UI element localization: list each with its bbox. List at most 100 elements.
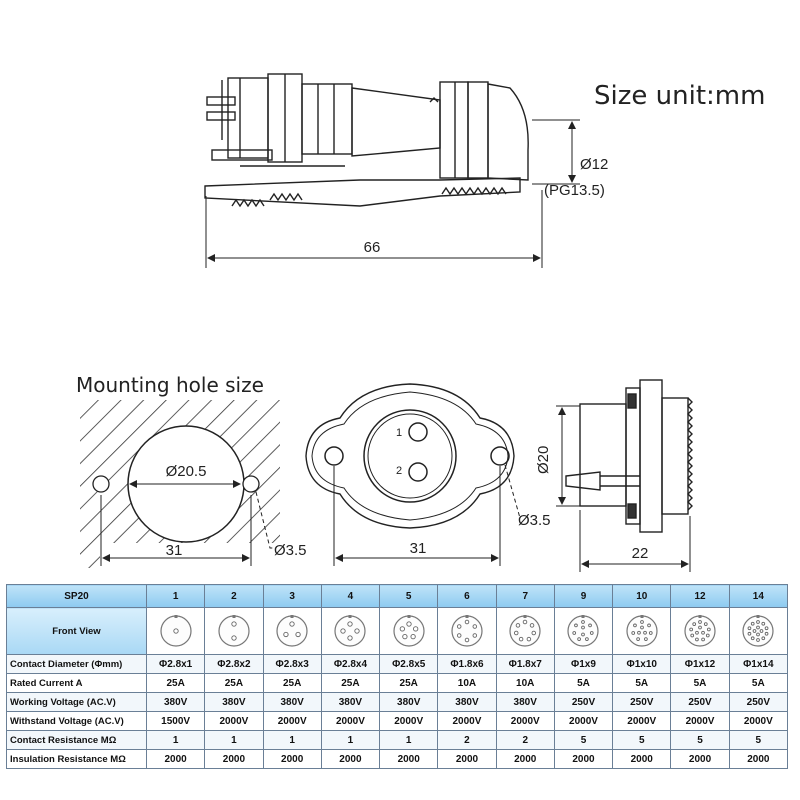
spec-cell: 2000V [262,711,322,731]
spec-cell: Φ2.8x1 [145,654,206,674]
spec-cell: 2000V [320,711,381,731]
pin-count-header: 14 [728,584,789,608]
plug-side-view [204,73,529,208]
front-view-cell [437,607,497,655]
connector-face-icon [160,615,192,647]
spec-row-label: Withstand Voltage (AC.V) [6,711,147,731]
receptacle-diameter-label: Ø20 [535,446,552,474]
spec-cell: 2 [495,730,555,750]
receptacle-side-view [565,379,693,533]
pin-count-header: 12 [670,584,730,608]
length-label: 66 [364,239,381,256]
spec-cell: 5 [612,730,672,750]
spec-cell: 5A [553,673,614,693]
spec-cell: Φ2.8x5 [379,654,439,674]
spec-cell: Φ1.8x6 [437,654,497,674]
mounting-spacing-label: 31 [166,542,183,559]
front-view-row: Front View [6,607,789,655]
spec-cell: Φ2.8x2 [204,654,264,674]
front-view-cell [320,607,381,655]
spec-cell: 1500V [145,711,206,731]
spec-row-label: Working Voltage (AC.V) [6,692,147,712]
spec-cell: 1 [204,730,264,750]
front-view-cell [612,607,672,655]
hole-diameter-label: Ø20.5 [166,463,207,480]
spec-cell: 1 [262,730,322,750]
spec-cell: Φ2.8x3 [262,654,322,674]
diameter-dimension [532,119,580,185]
flange-left-hole [324,446,344,466]
pin-count-header: 7 [495,584,555,608]
front-view-cell [379,607,439,655]
spec-cell: Φ1x10 [612,654,672,674]
spec-cell: 5 [728,730,789,750]
spec-cell: 2000 [145,749,206,769]
right-screw-hole [242,475,260,493]
connector-face-icon [742,615,774,647]
receptacle-depth-label: 22 [632,545,649,562]
left-screw-hole [92,475,110,493]
spec-cell: 380V [145,692,206,712]
spec-cell: 2000 [437,749,497,769]
spec-cell: 2000 [379,749,439,769]
flange-right-hole [490,446,510,466]
receptacle-dimensions [556,405,691,572]
spec-cell: 2000V [204,711,264,731]
spec-cell: 250V [728,692,789,712]
spec-cell: 25A [320,673,381,693]
technical-drawing: 66 Ø12 (PG13.5) Size unit:mm Mounting ho… [76,73,765,572]
pin-count-header: 1 [145,584,206,608]
size-unit-label: Size unit:mm [594,81,765,111]
spec-cell: 25A [379,673,439,693]
spec-cell: Φ2.8x4 [320,654,381,674]
pin-count-header: 5 [379,584,439,608]
spec-cell: 380V [437,692,497,712]
spec-cell: 10A [437,673,497,693]
spec-cell: 2000V [553,711,614,731]
flange-screw-hole-label: Ø3.5 [518,512,551,529]
pin-1-hole [408,422,428,442]
spec-cell: 2000V [612,711,672,731]
length-dimension [205,190,543,268]
spec-cell: 2000 [320,749,381,769]
spec-cell: 2000V [437,711,497,731]
spec-cell: 5A [670,673,730,693]
spec-cell: 2000 [670,749,730,769]
spec-cell: 250V [553,692,614,712]
spec-row-label: Rated Current A [6,673,147,693]
spec-cell: 2000V [495,711,555,731]
spec-cell: Φ1x12 [670,654,730,674]
spec-cell: 2000 [495,749,555,769]
front-view-cell [553,607,614,655]
spec-cell: 2000V [670,711,730,731]
connector-face-icon [393,615,425,647]
front-view-cell [145,607,206,655]
front-view-cell [728,607,789,655]
spec-cell: 1 [320,730,381,750]
spec-cell: 2000 [728,749,789,769]
spec-cell: 380V [320,692,381,712]
spec-row-label: Contact Diameter (Φmm) [6,654,147,674]
spec-row-label: Contact Resistance MΩ [6,730,147,750]
spec-cell: 2000 [612,749,672,769]
flange-front-view [305,383,515,529]
spec-cell: 2 [437,730,497,750]
mounting-hole-title: Mounting hole size [76,373,264,397]
spec-cell: Φ1.8x7 [495,654,555,674]
spec-cell: 25A [262,673,322,693]
spec-cell: 10A [495,673,555,693]
spec-cell: 25A [145,673,206,693]
spec-cell: 5 [553,730,614,750]
spec-cell: 5A [612,673,672,693]
spec-cell: 2000V [379,711,439,731]
connector-face-icon [218,615,250,647]
front-view-label: Front View [6,607,147,655]
spec-cell: 380V [379,692,439,712]
pin-2-hole [408,462,428,482]
